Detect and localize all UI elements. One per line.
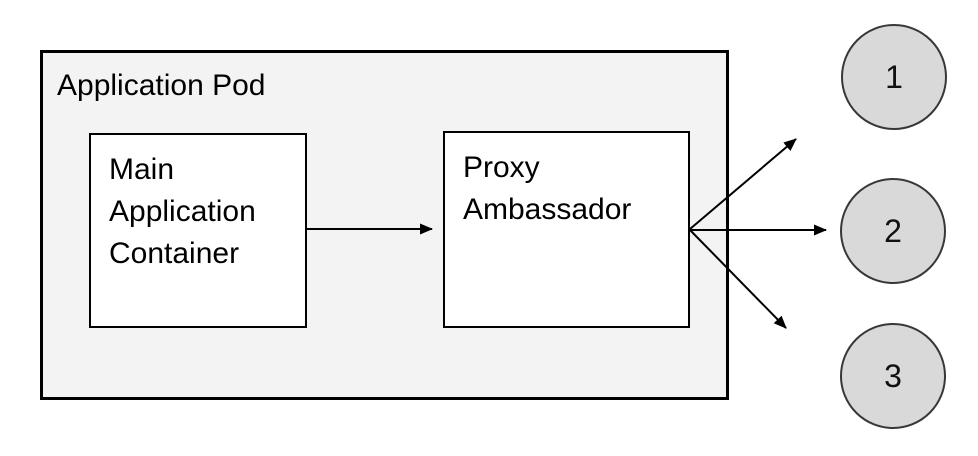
endpoint-circle-2: 2: [840, 178, 946, 284]
node-proxy-ambassador-label: Proxy Ambassador: [463, 151, 632, 226]
endpoint-circle-3-label: 3: [884, 357, 902, 394]
endpoint-circle-1: 1: [841, 24, 947, 130]
node-main-application-container: Main Application Container: [89, 133, 307, 328]
node-main-application-container-label: Main Application Container: [109, 153, 256, 270]
endpoint-circle-2-label: 2: [884, 212, 902, 249]
node-proxy-ambassador: Proxy Ambassador: [443, 131, 690, 328]
endpoint-circle-1-label: 1: [885, 58, 903, 95]
application-pod-label: Application Pod: [57, 69, 266, 102]
endpoint-circle-3: 3: [840, 323, 946, 429]
